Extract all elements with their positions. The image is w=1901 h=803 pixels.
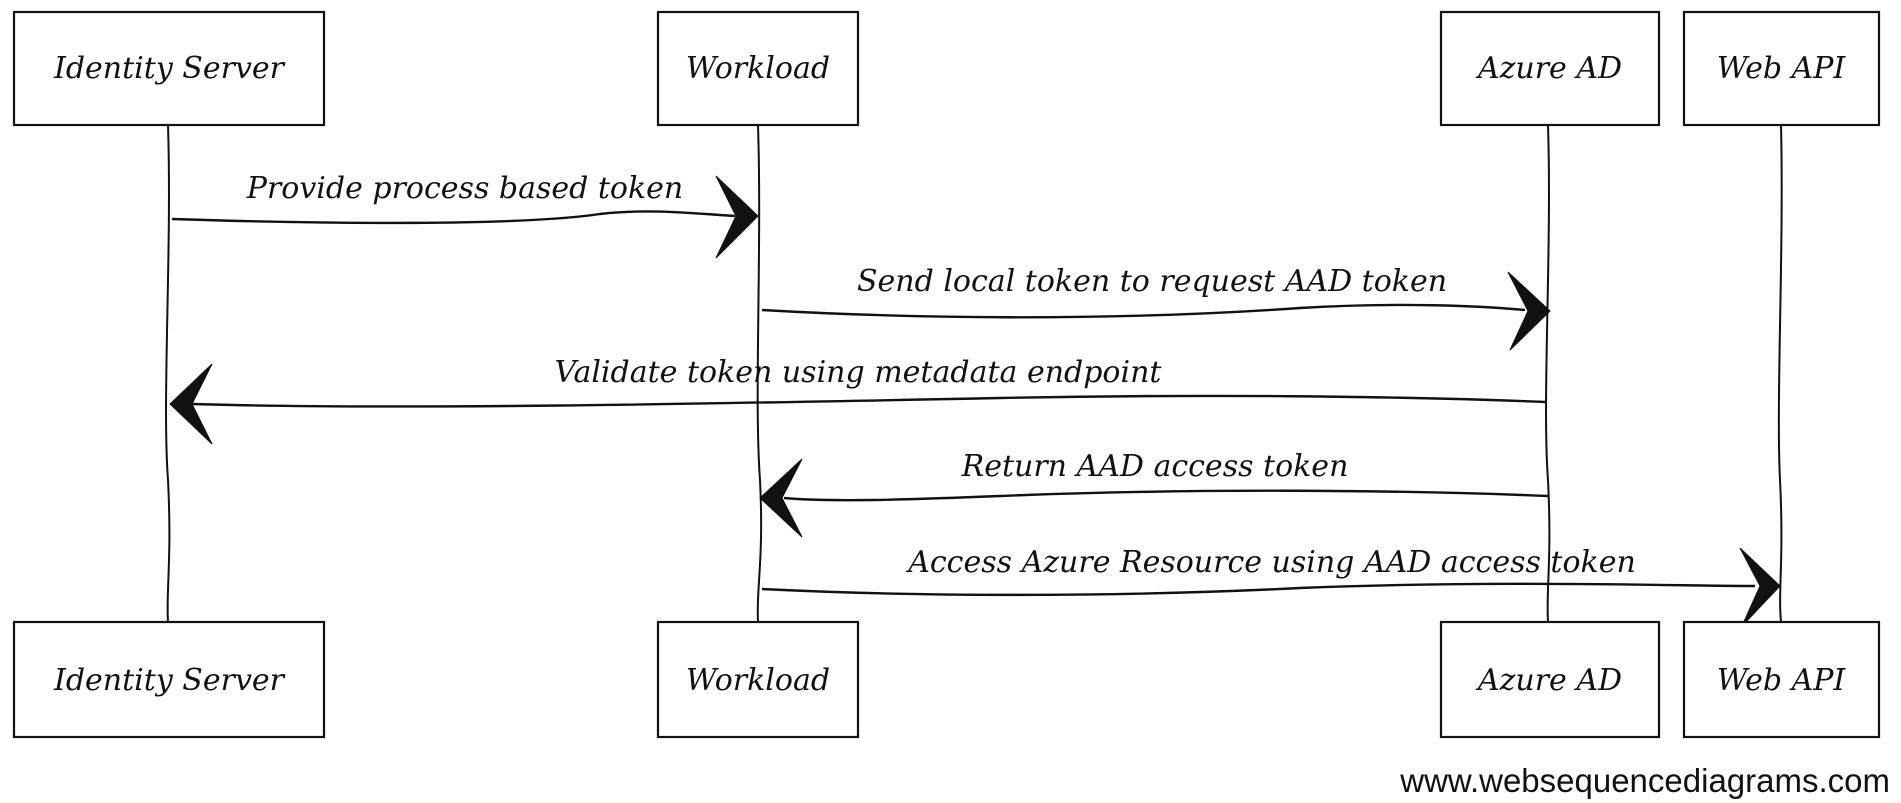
participant-box-identity-server: Identity Server xyxy=(12,620,326,739)
message-label: Validate token using metadata endpoint xyxy=(555,355,1163,390)
arrowhead-right-icon xyxy=(1739,547,1781,627)
participant-label: Identity Server xyxy=(53,51,286,86)
participant-label: Web API xyxy=(1717,663,1847,698)
message-label: Access Azure Resource using AAD access t… xyxy=(905,545,1636,580)
message-arrow: Access Azure Resource using AAD access t… xyxy=(761,545,1781,627)
participant-label: Workload xyxy=(686,663,830,698)
participant-label: Workload xyxy=(686,51,830,86)
arrowhead-left-icon xyxy=(759,458,803,538)
message-arrow: Return AAD access token xyxy=(759,449,1549,538)
participant-box-web-api: Web API xyxy=(1682,10,1881,127)
participant-label: Identity Server xyxy=(53,663,286,698)
participant-label: Web API xyxy=(1717,51,1847,86)
arrowhead-left-icon xyxy=(169,363,213,445)
message-arrow: Send local token to request AAD token xyxy=(761,264,1551,351)
participants-bottom: Identity Server Workload Azure AD Web AP… xyxy=(12,620,1881,739)
message-arrow: Provide process based token xyxy=(171,171,759,259)
participant-box-azure-ad: Azure AD xyxy=(1439,620,1661,739)
lifeline-web-api xyxy=(1777,124,1783,623)
arrowhead-right-icon xyxy=(715,175,759,259)
message-arrow: Validate token using metadata endpoint xyxy=(169,355,1547,445)
participant-box-workload: Workload xyxy=(656,620,860,739)
message-label: Send local token to request AAD token xyxy=(857,264,1447,299)
message-label: Provide process based token xyxy=(246,171,683,206)
lifelines xyxy=(165,124,1783,623)
participant-label: Azure AD xyxy=(1475,51,1622,86)
participant-box-identity-server: Identity Server xyxy=(12,10,326,127)
lifeline-azure-ad xyxy=(1545,124,1551,623)
participant-label: Azure AD xyxy=(1475,663,1622,698)
lifeline-workload xyxy=(756,124,763,623)
participant-box-workload: Workload xyxy=(656,10,860,127)
participant-box-azure-ad: Azure AD xyxy=(1439,10,1661,127)
participant-box-web-api: Web API xyxy=(1682,620,1881,739)
messages: Provide process based token Send local t… xyxy=(169,171,1781,627)
lifeline-identity-server xyxy=(165,124,171,623)
arrowhead-right-icon xyxy=(1507,271,1551,351)
participants-top: Identity Server Workload Azure AD Web AP… xyxy=(12,10,1881,127)
watermark-text: www.websequencediagrams.com xyxy=(1399,762,1890,799)
message-label: Return AAD access token xyxy=(961,449,1349,484)
